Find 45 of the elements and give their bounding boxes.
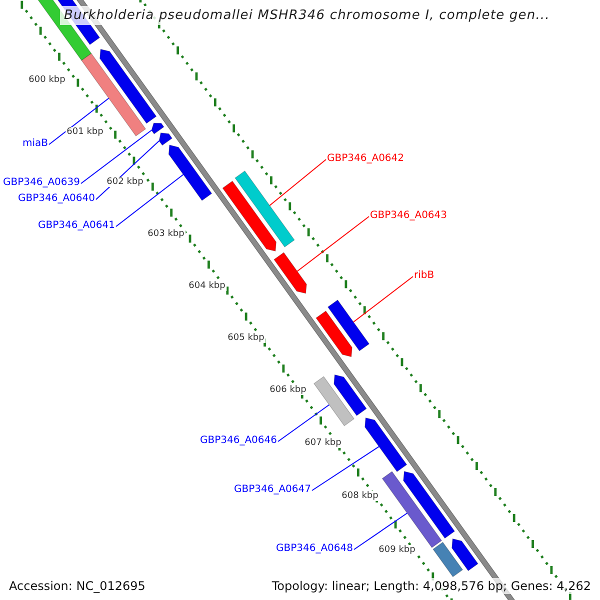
gene-label: GBP346_A0647 [234, 484, 311, 495]
leader-line [352, 276, 414, 322]
gene-bar [81, 53, 146, 136]
scale-label: 608 kbp [340, 491, 380, 501]
gene-feature [100, 48, 157, 124]
gene-label: ribB [414, 270, 434, 281]
scale-label: 604 kbp [188, 281, 226, 291]
leader-line [269, 159, 326, 206]
gene-label: GBP346_A0646 [200, 435, 277, 446]
leader-line [80, 130, 152, 184]
scale-label: 607 kbp [304, 438, 342, 448]
gene-label: GBP346_A0640 [18, 193, 95, 204]
gene-feature [158, 132, 172, 146]
scale-label: 603 kbp [146, 229, 186, 239]
gene-feature [168, 144, 212, 201]
gene-label: GBP346_A0641 [38, 220, 115, 231]
gene-label: GBP346_A0639 [2, 177, 80, 188]
gene-feature [403, 471, 456, 539]
gene-bar [234, 170, 295, 248]
gene-feature [316, 310, 352, 358]
scale-label: 602 kbp [106, 177, 144, 187]
gene-feature [151, 122, 164, 134]
scale-label: 601 kbp [66, 127, 104, 137]
leader-line [48, 98, 110, 145]
scale-label: 600 kbp [28, 75, 66, 85]
leader-line [312, 446, 380, 491]
scale-label: 606 kbp [268, 385, 308, 395]
leader-line [296, 216, 370, 272]
gene-bar [314, 376, 354, 426]
scale-label: 609 kbp [378, 545, 416, 555]
scale-label: 605 kbp [226, 333, 266, 343]
gene-feature [222, 180, 276, 252]
gene-feature [452, 538, 478, 572]
leader-line [354, 512, 408, 550]
gene-label: GBP346_A0643 [370, 210, 448, 221]
gene-label: miaB [22, 138, 48, 149]
gene-label: GBP346_A0642 [327, 153, 404, 164]
leader-line [116, 174, 184, 227]
gene-feature [334, 374, 367, 416]
gene-label: GBP346_A0648 [276, 543, 353, 554]
leader-line [278, 404, 330, 442]
gene-feature [274, 252, 307, 294]
gene-bar [327, 300, 370, 352]
gene-feature [364, 417, 408, 472]
gene-bar [432, 542, 464, 578]
